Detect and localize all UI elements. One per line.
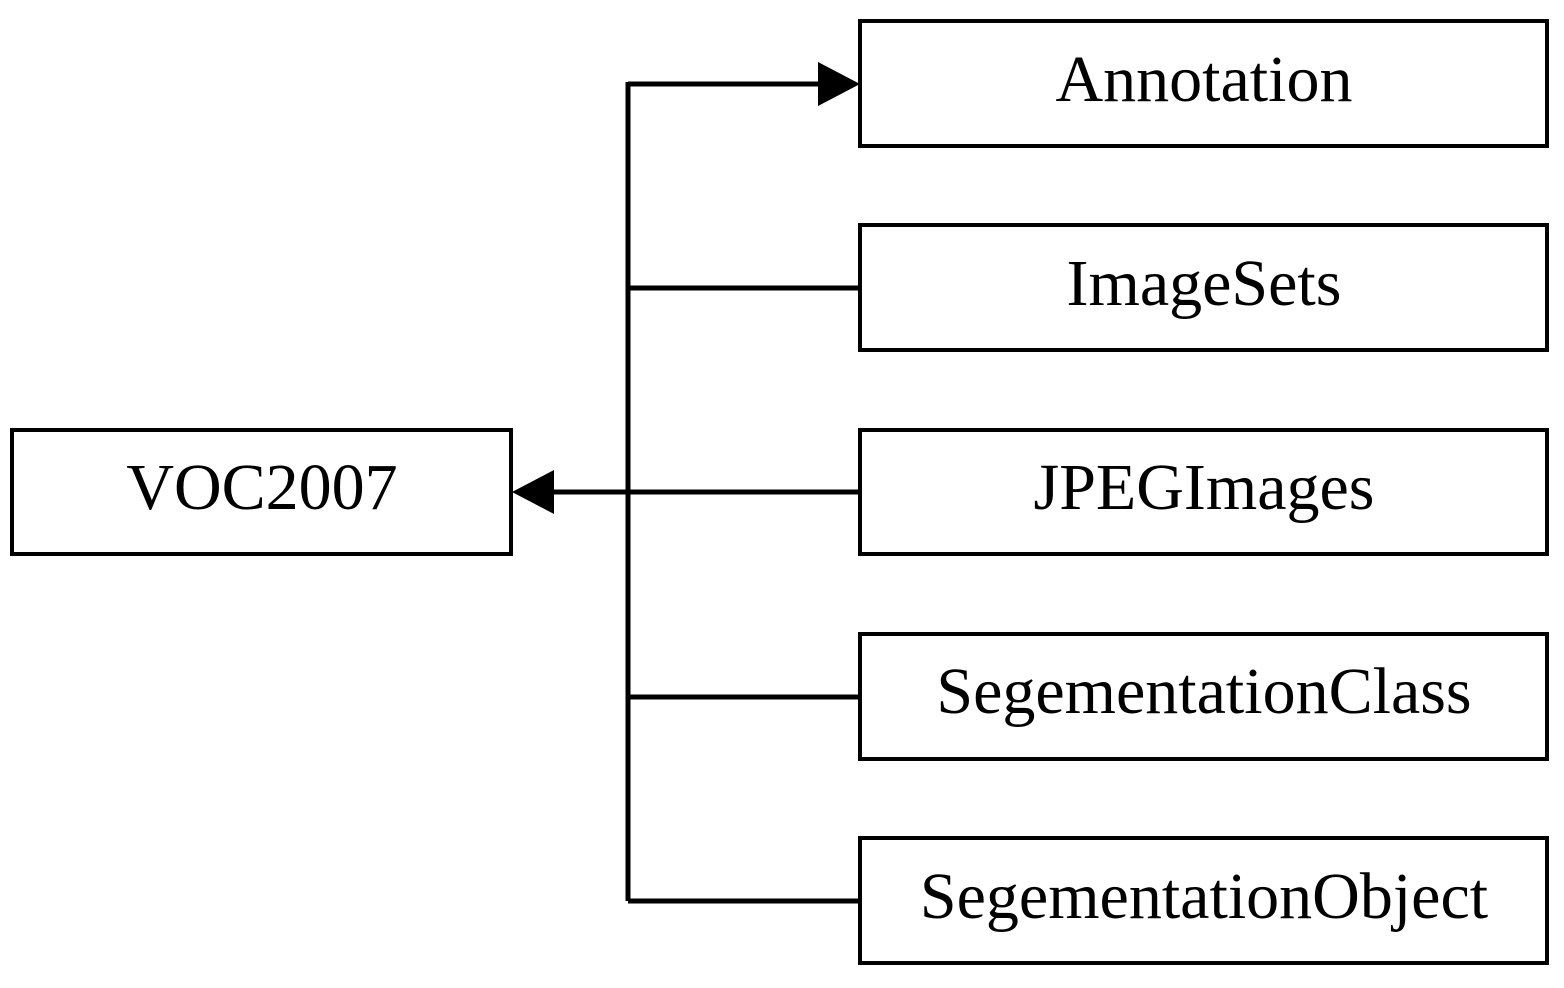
child-node-segementationclass: SegementationClass: [858, 632, 1549, 761]
root-box: [10, 428, 513, 556]
child-label: SegementationClass: [936, 655, 1471, 728]
child-box: [858, 632, 1549, 761]
child-label: Annotation: [1056, 43, 1353, 116]
child-label: JPEGImages: [1034, 451, 1375, 524]
child-label: SegementationObject: [920, 860, 1488, 933]
root-node: VOC2007: [10, 428, 513, 556]
arrowhead-root: [512, 470, 554, 514]
child-box: [858, 223, 1549, 352]
child-node-jpegimages: JPEGImages: [858, 428, 1549, 556]
child-label: ImageSets: [1067, 247, 1342, 320]
child-node-segementationobject: SegementationObject: [858, 836, 1549, 965]
root-label: VOC2007: [126, 451, 397, 524]
child-box: [858, 836, 1549, 965]
child-box: [858, 428, 1549, 556]
child-node-imagesets: ImageSets: [858, 223, 1549, 352]
child-node-annotation: Annotation: [858, 19, 1549, 148]
arrowhead-annotation: [818, 62, 860, 106]
child-box: [858, 19, 1549, 148]
